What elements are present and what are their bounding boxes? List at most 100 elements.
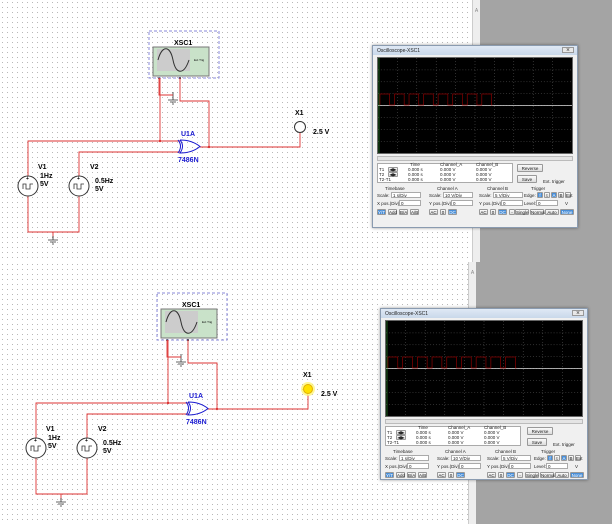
reverse-button[interactable]: Reverse — [527, 427, 553, 435]
timebase-modes-button[interactable]: Add — [388, 209, 398, 215]
trigger-mode-button[interactable]: Auto — [555, 472, 569, 478]
trigger-mode-button[interactable]: Normal — [540, 472, 556, 478]
channel_a-coupling-button[interactable]: AC — [437, 472, 446, 478]
trigger-mode-button[interactable]: None — [560, 209, 574, 215]
scope-display — [385, 320, 583, 417]
trigger-edge-button[interactable]: B — [568, 455, 574, 461]
scope-symbol-frame[interactable] — [148, 30, 220, 79]
timebase-modes-button[interactable]: Y/T — [377, 209, 386, 215]
trigger-level-input[interactable]: 0 — [546, 463, 568, 469]
channel_b-coupling-button[interactable]: 0 — [490, 209, 496, 215]
readout-time: 0.000 s — [408, 167, 423, 172]
save-button[interactable]: Save — [517, 175, 537, 183]
readout-channel-b: 0.000 V — [476, 172, 492, 177]
channel_b-pos-input[interactable]: 0 — [509, 463, 531, 469]
channel_a-coupling-button[interactable]: 0 — [440, 209, 446, 215]
probe-lamp[interactable] — [303, 384, 313, 394]
v2-freq: 0.5Hz — [95, 178, 114, 185]
square-wave-icon — [73, 183, 84, 190]
channel_b-coupling-button[interactable]: 0 — [498, 472, 504, 478]
cursor-arrows-button[interactable]: ◀▶ — [388, 167, 398, 172]
v2-source[interactable]: + — [68, 175, 90, 197]
channel_b-scale-input[interactable]: 5 V/Div — [493, 192, 523, 198]
window-titlebar[interactable]: Oscilloscope-XSC1⨯ — [381, 309, 587, 318]
channel-a-trace — [379, 93, 493, 106]
cursor-arrows-button[interactable]: ◀▶ — [388, 172, 398, 177]
trigger-mode-button[interactable]: None — [570, 472, 584, 478]
display-scrollbar[interactable] — [377, 156, 573, 161]
channel_a-scale-label: Scale: — [437, 456, 450, 461]
timebase-pos-input[interactable]: 0 — [407, 463, 429, 469]
channel_b-coupling-button[interactable]: AC — [487, 472, 496, 478]
channel_a-coupling-button[interactable]: AC — [429, 209, 438, 215]
channel_a-scale-input[interactable]: 10 V/Div — [443, 192, 473, 198]
trigger-edge-button[interactable]: A — [561, 455, 567, 461]
timebase-scale-input[interactable]: 1 s/Div — [399, 455, 429, 461]
timebase-scale-input[interactable]: 1 s/Div — [391, 192, 421, 198]
schematic-canvas[interactable] — [0, 262, 468, 524]
wire-scope-a — [158, 78, 173, 141]
readout-channel-b: 0.000 V — [484, 430, 500, 435]
timebase-modes-button[interactable]: B/A — [399, 209, 408, 215]
trigger-mode-button[interactable]: Single — [515, 209, 529, 215]
xor-gate[interactable] — [185, 401, 209, 416]
trigger-edge-button[interactable]: Ext — [575, 455, 583, 461]
close-button[interactable]: ⨯ — [562, 47, 574, 53]
probe-value: 2.5 V — [313, 129, 330, 136]
save-button[interactable]: Save — [527, 438, 547, 446]
channel_a-pos-input[interactable]: 0 — [451, 200, 473, 206]
channel_a-coupling-button[interactable]: DC — [456, 472, 465, 478]
scope-ext-trig: Ext Trig — [194, 58, 205, 62]
channel_a-coupling-button[interactable]: DC — [448, 209, 457, 215]
v1-source[interactable]: + — [17, 175, 39, 197]
v2-source[interactable]: + — [76, 437, 98, 459]
window-titlebar[interactable]: Oscilloscope-XSC1⨯ — [373, 46, 577, 55]
cursor-arrows-button[interactable]: ◀▶ — [396, 430, 406, 435]
channel_b-coupling-button[interactable]: AC — [479, 209, 488, 215]
wire-output — [200, 133, 301, 148]
trigger-mode-button[interactable]: Single — [525, 472, 539, 478]
wire-v2 — [78, 151, 180, 176]
trigger-mode-button[interactable]: Auto — [545, 209, 559, 215]
channel_a-scale-input[interactable]: 10 V/Div — [451, 455, 481, 461]
channel_b-pos-input[interactable]: 0 — [501, 200, 523, 206]
channel_a-pos-label: Y pos.(Div): — [437, 464, 461, 469]
trigger-edge-button[interactable]: B — [558, 192, 564, 198]
timebase-modes-button[interactable]: A/B — [410, 209, 419, 215]
readout-channel-a: 0.000 V — [448, 435, 464, 440]
trigger-level-input[interactable]: 0 — [536, 200, 558, 206]
junction-dot — [215, 407, 219, 411]
trigger-edge-button[interactable]: t — [554, 455, 560, 461]
display-scrollbar[interactable] — [385, 419, 583, 424]
trigger-edge-button[interactable]: t — [544, 192, 550, 198]
timebase-pos-input[interactable]: 0 — [399, 200, 421, 206]
channel_b-coupling-button[interactable]: - — [517, 472, 523, 478]
trigger-edge-button[interactable]: f — [547, 455, 553, 461]
square-wave-icon — [81, 445, 92, 452]
channel_a-coupling-button[interactable]: 0 — [448, 472, 454, 478]
probe-lamp[interactable] — [294, 121, 306, 133]
timebase-modes-button[interactable]: B/A — [407, 472, 416, 478]
cursor-arrows-button[interactable]: ◀▶ — [396, 435, 406, 440]
timebase-modes-button[interactable]: Add — [396, 472, 406, 478]
channel_b-coupling-button[interactable]: DC — [498, 209, 507, 215]
scope-symbol-frame[interactable] — [156, 292, 228, 341]
svg-text:+: + — [85, 438, 88, 444]
reverse-button[interactable]: Reverse — [517, 164, 543, 172]
trigger-edge-button[interactable]: A — [551, 192, 557, 198]
v1-source[interactable]: + — [25, 437, 47, 459]
trigger-edge-button[interactable]: f — [537, 192, 543, 198]
timebase-modes-button[interactable]: A/B — [418, 472, 427, 478]
channel_b-coupling-button[interactable]: - — [509, 209, 515, 215]
wire-ground — [35, 458, 88, 500]
timebase-modes-button[interactable]: Y/T — [385, 472, 394, 478]
close-button[interactable]: ⨯ — [572, 310, 584, 316]
channel_b-scale-input[interactable]: 5 V/Div — [501, 455, 531, 461]
trigger-edge-button[interactable]: Ext — [565, 192, 573, 198]
channel_a-pos-input[interactable]: 0 — [459, 463, 481, 469]
trigger-mode-button[interactable]: Normal — [530, 209, 546, 215]
channel_b-scale-label: Scale: — [487, 456, 500, 461]
channel_b-coupling-button[interactable]: DC — [506, 472, 515, 478]
xor-gate[interactable] — [177, 139, 201, 154]
